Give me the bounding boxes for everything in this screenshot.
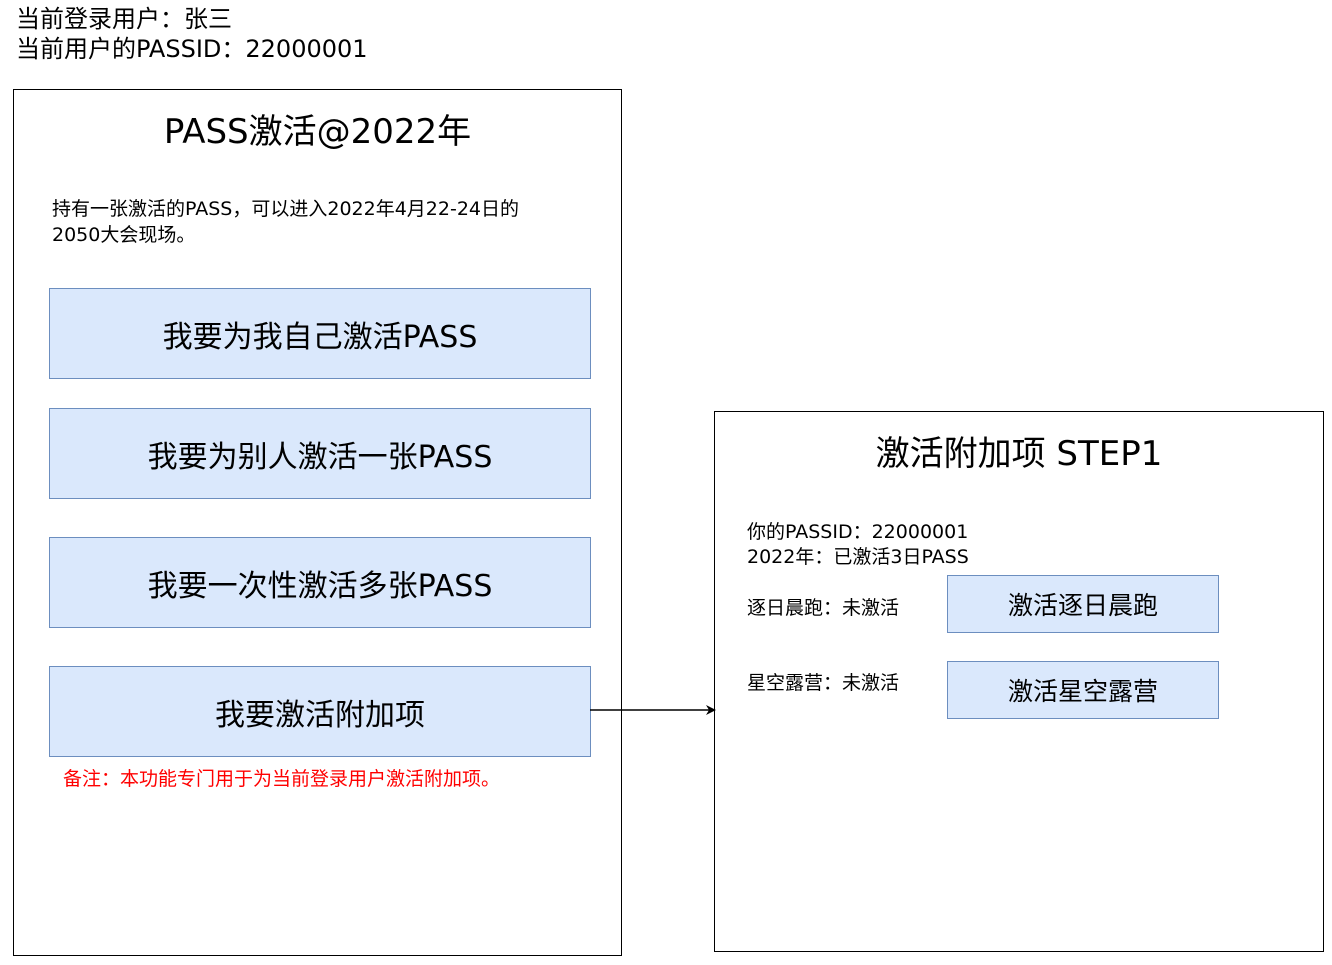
activate-star-camping-button[interactable]: 激活星空露营	[947, 661, 1219, 719]
star-camping-status: 星空露营：未激活	[747, 672, 900, 694]
step1-title: 激活附加项 STEP1	[875, 434, 1163, 474]
description-line-2: 2050大会现场。	[52, 224, 196, 246]
activate-other-pass-button[interactable]: 我要为别人激活一张PASS	[49, 408, 591, 499]
addon-activation-step1-panel: 激活附加项 STEP1 你的PASSID：22000001 2022年：已激活3…	[714, 411, 1324, 952]
panel-title: PASS激活@2022年	[163, 112, 472, 152]
pass-activation-panel: PASS激活@2022年 持有一张激活的PASS，可以进入2022年4月22-2…	[13, 89, 622, 956]
activate-morning-run-button[interactable]: 激活逐日晨跑	[947, 575, 1219, 633]
panel-description: 持有一张激活的PASS，可以进入2022年4月22-24日的 2050大会现场。	[52, 196, 519, 248]
activate-addons-button[interactable]: 我要激活附加项	[49, 666, 591, 757]
morning-run-status: 逐日晨跑：未激活	[747, 597, 900, 619]
current-passid-label: 当前用户的PASSID：22000001	[16, 35, 368, 63]
your-passid-label: 你的PASSID：22000001	[747, 521, 969, 543]
activate-multiple-pass-button[interactable]: 我要一次性激活多张PASS	[49, 537, 591, 628]
current-user-label: 当前登录用户：张三	[16, 5, 232, 33]
description-line-1: 持有一张激活的PASS，可以进入2022年4月22-24日的	[52, 198, 520, 220]
activated-pass-label: 2022年：已激活3日PASS	[747, 546, 969, 568]
addon-note: 备注：本功能专门用于为当前登录用户激活附加项。	[63, 768, 501, 790]
activate-self-pass-button[interactable]: 我要为我自己激活PASS	[49, 288, 591, 379]
